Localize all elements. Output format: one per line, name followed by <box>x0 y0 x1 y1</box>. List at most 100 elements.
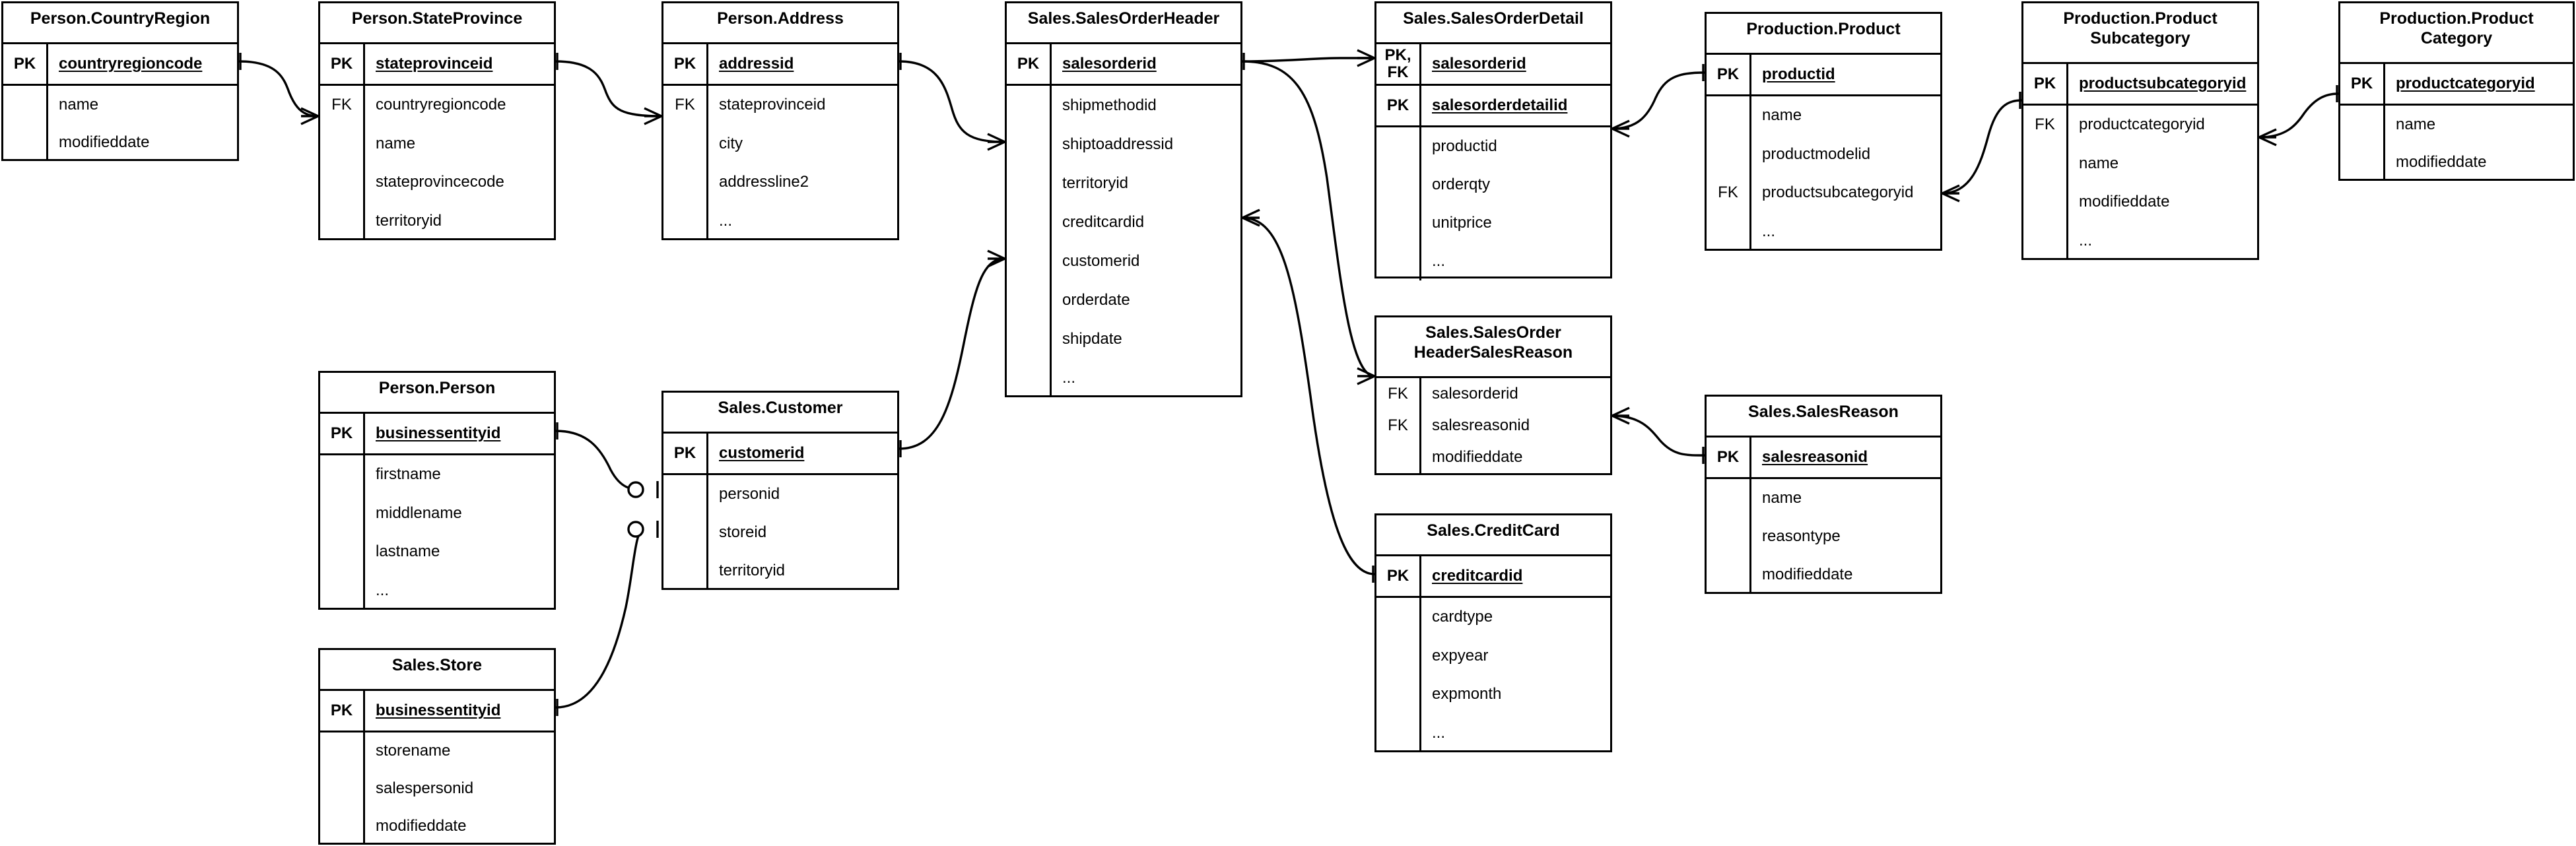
attribute-field-name: personid <box>719 485 780 503</box>
key-label: PK <box>3 44 48 84</box>
attribute-row: creditcardid <box>1007 203 1240 242</box>
entity-title: Person.Address <box>663 3 897 44</box>
attribute-row: productid <box>1376 127 1610 166</box>
key-label: PK <box>1376 86 1421 125</box>
attribute-field-name: ... <box>719 211 733 230</box>
attribute-field-name: productmodelid <box>1762 145 1871 163</box>
attribute-row: addressline2 <box>663 163 897 202</box>
attribute-field-name: name <box>1762 489 1802 507</box>
link-address-salesorderheader <box>898 60 1005 143</box>
attribute-key-label <box>1007 242 1052 280</box>
attribute-row: orderqty <box>1376 166 1610 204</box>
attribute-field-name: reasontype <box>1762 527 1841 545</box>
attribute-key-label <box>1376 675 1421 714</box>
attribute-row: modifieddate <box>1376 441 1610 473</box>
attribute-field-name: shipmethodid <box>1062 96 1157 114</box>
card-many-crowsfoot <box>1611 407 1630 425</box>
attribute-row: ... <box>1376 242 1610 280</box>
card-many-crowsfoot <box>644 107 662 125</box>
attribute-row: ... <box>2023 221 2257 260</box>
attribute-field-name: ... <box>376 581 390 599</box>
attribute-key-label <box>320 494 365 533</box>
attribute-key-label <box>1376 166 1421 204</box>
attribute-key-label: FK <box>1707 174 1751 212</box>
entity-title: Sales.SalesOrder HeaderSalesReason <box>1376 317 1610 378</box>
attribute-field-name: stateprovincecode <box>376 173 504 191</box>
attribute-field-name: productsubcategoryid <box>1762 183 1914 202</box>
attribute-field-name: salespersonid <box>376 779 474 797</box>
attribute-field-name: orderdate <box>1062 290 1130 309</box>
attribute-field-name: stateprovinceid <box>719 96 826 114</box>
attribute-row: FK productsubcategoryid <box>1707 174 1940 212</box>
attribute-row: storeid <box>663 513 897 552</box>
attribute-row: shiptoaddressid <box>1007 125 1240 164</box>
entity-title: Person.StateProvince <box>320 3 554 44</box>
attribute-row: middlename <box>320 494 554 533</box>
link-productsubcategory-productcategory <box>2258 92 2339 139</box>
attribute-row: firstname <box>320 455 554 494</box>
attribute-key-label <box>320 124 365 163</box>
attribute-key-label: FK <box>1376 378 1421 410</box>
card-many-crowsfoot <box>1611 119 1630 138</box>
link-customer-salesorderheader <box>898 257 1005 450</box>
attribute-key-label <box>2340 106 2385 143</box>
attribute-key-label: FK <box>663 86 708 125</box>
link-salesorderheader-creditcard <box>1242 216 1375 575</box>
key-label: PK <box>1707 438 1751 477</box>
link-salesorderdetail-product <box>1611 71 1705 130</box>
attribute-key-label <box>1707 96 1751 135</box>
key-label: PK <box>320 414 365 453</box>
attribute-field-name: modifieddate <box>376 816 467 835</box>
attribute-field-name: name <box>2079 154 2119 172</box>
card-zero-circle <box>627 521 644 538</box>
attribute-key-label <box>2023 221 2068 260</box>
attribute-row: unitprice <box>1376 204 1610 242</box>
attribute-field-name: ... <box>1062 368 1076 387</box>
attribute-row: name <box>2340 106 2573 143</box>
attribute-field-name: shiptoaddressid <box>1062 135 1174 153</box>
attribute-row: shipmethodid <box>1007 86 1240 125</box>
key-field-name: salesorderid <box>1432 55 1526 73</box>
attribute-key-label <box>1376 598 1421 637</box>
attribute-field-name: name <box>59 95 99 114</box>
attribute-field-name: productcategoryid <box>2079 115 2205 134</box>
attribute-field-name: modifieddate <box>59 133 150 151</box>
attribute-field-name: storename <box>376 742 451 760</box>
attribute-row: customerid <box>1007 242 1240 280</box>
attribute-key-label <box>2023 144 2068 183</box>
attribute-row: name <box>1707 479 1940 517</box>
attribute-field-name: expyear <box>1432 646 1489 665</box>
attribute-field-name: customerid <box>1062 251 1140 270</box>
attribute-key-label <box>2340 143 2385 181</box>
attribute-row: ... <box>1376 713 1610 752</box>
attribute-key-label <box>320 769 365 808</box>
attribute-key-label <box>1007 358 1052 397</box>
link-countryregion-stateprovince <box>238 60 319 117</box>
